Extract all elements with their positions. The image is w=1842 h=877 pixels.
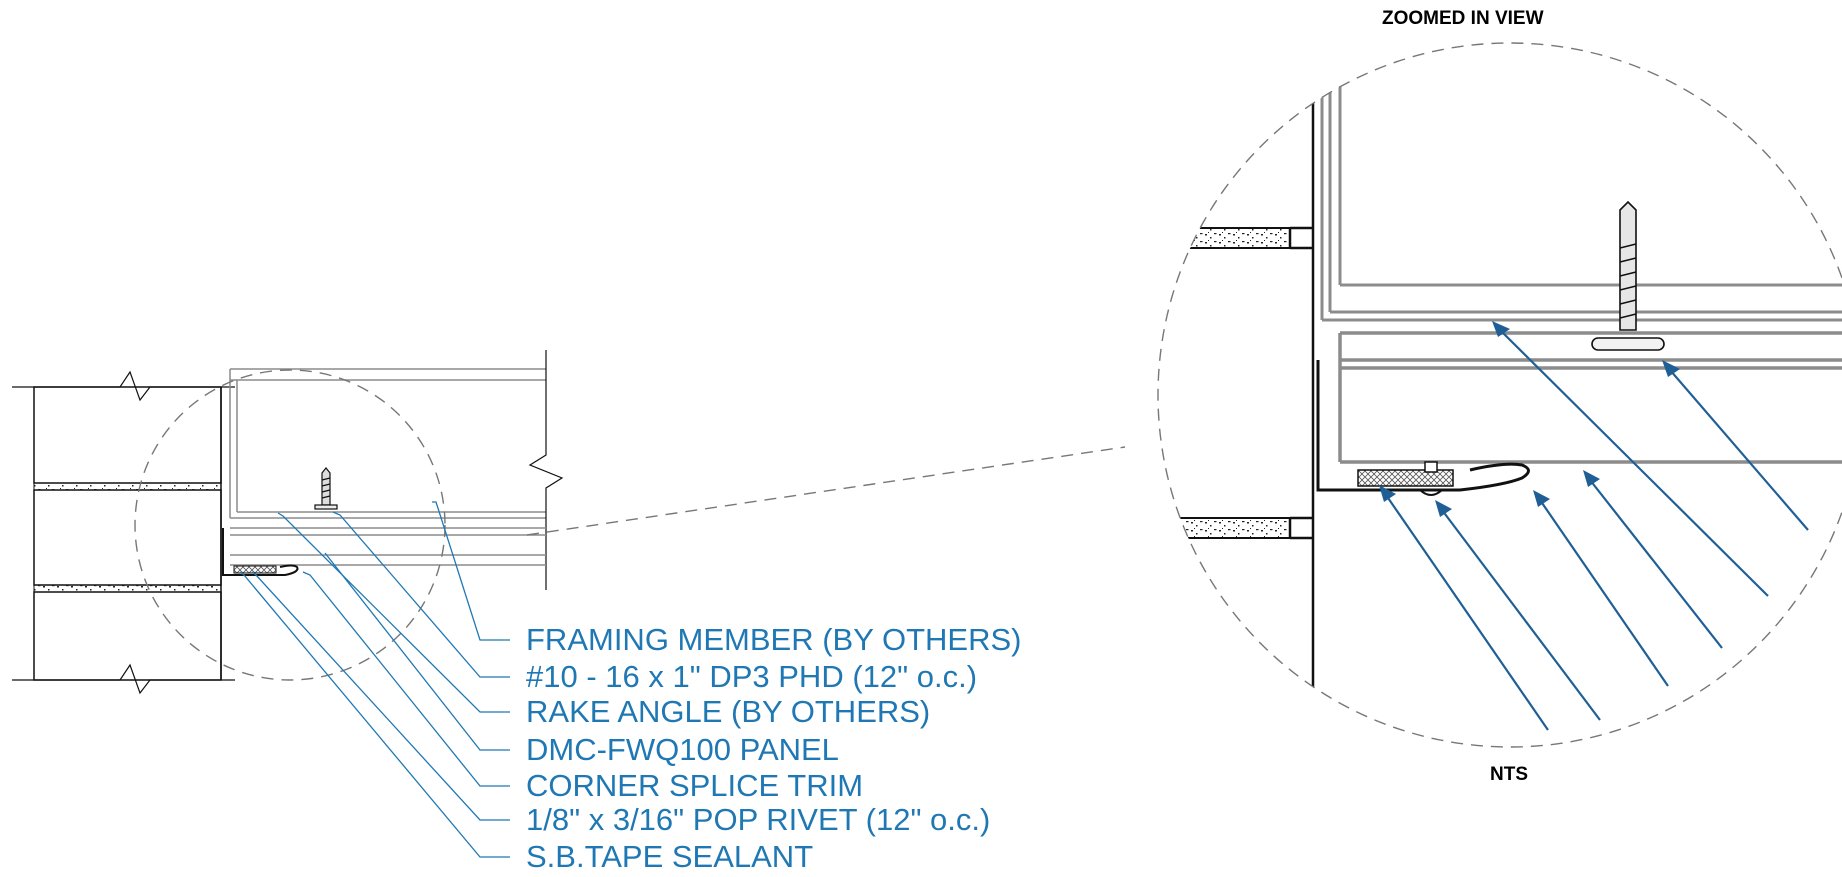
callout-corner-splice-trim: CORNER SPLICE TRIM [526, 768, 863, 803]
zoom-framing-member [1320, 43, 1842, 322]
detail-circle [134, 369, 446, 681]
zoom-leaders [1379, 321, 1809, 731]
splice-trim [222, 528, 299, 576]
zoom-wall [1158, 43, 1315, 747]
left-leaders [239, 501, 510, 858]
zoom-splice-trim [1316, 360, 1530, 496]
panel [230, 527, 546, 566]
zoom-title: ZOOMED IN VIEW [1382, 8, 1544, 29]
screw [314, 467, 338, 510]
callout-pop-rivet: 1/8" x 3/16" POP RIVET (12" o.c.) [526, 802, 990, 837]
callout-panel: DMC-FWQ100 PANEL [526, 732, 839, 767]
zoom-circle [1157, 42, 1842, 748]
masonry-wall [12, 370, 235, 695]
callout-framing-member: FRAMING MEMBER (BY OTHERS) [526, 622, 1021, 657]
zoom-screw [1591, 200, 1665, 351]
framing-member [229, 350, 564, 590]
scale-note: NTS [1490, 764, 1528, 785]
callout-labels: FRAMING MEMBER (BY OTHERS) #10 - 16 x 1"… [526, 622, 1021, 874]
zoomed-view: ZOOMED IN VIEW [1157, 8, 1842, 785]
left-detail: FRAMING MEMBER (BY OTHERS) #10 - 16 x 1"… [12, 350, 1126, 874]
callout-screw: #10 - 16 x 1" DP3 PHD (12" o.c.) [526, 659, 977, 694]
callout-tape-sealant: S.B.TAPE SEALANT [526, 839, 813, 872]
zoom-panel [1338, 331, 1842, 464]
zoom-link-line [526, 446, 1126, 536]
callout-rake-angle: RAKE ANGLE (BY OTHERS) [526, 694, 930, 729]
